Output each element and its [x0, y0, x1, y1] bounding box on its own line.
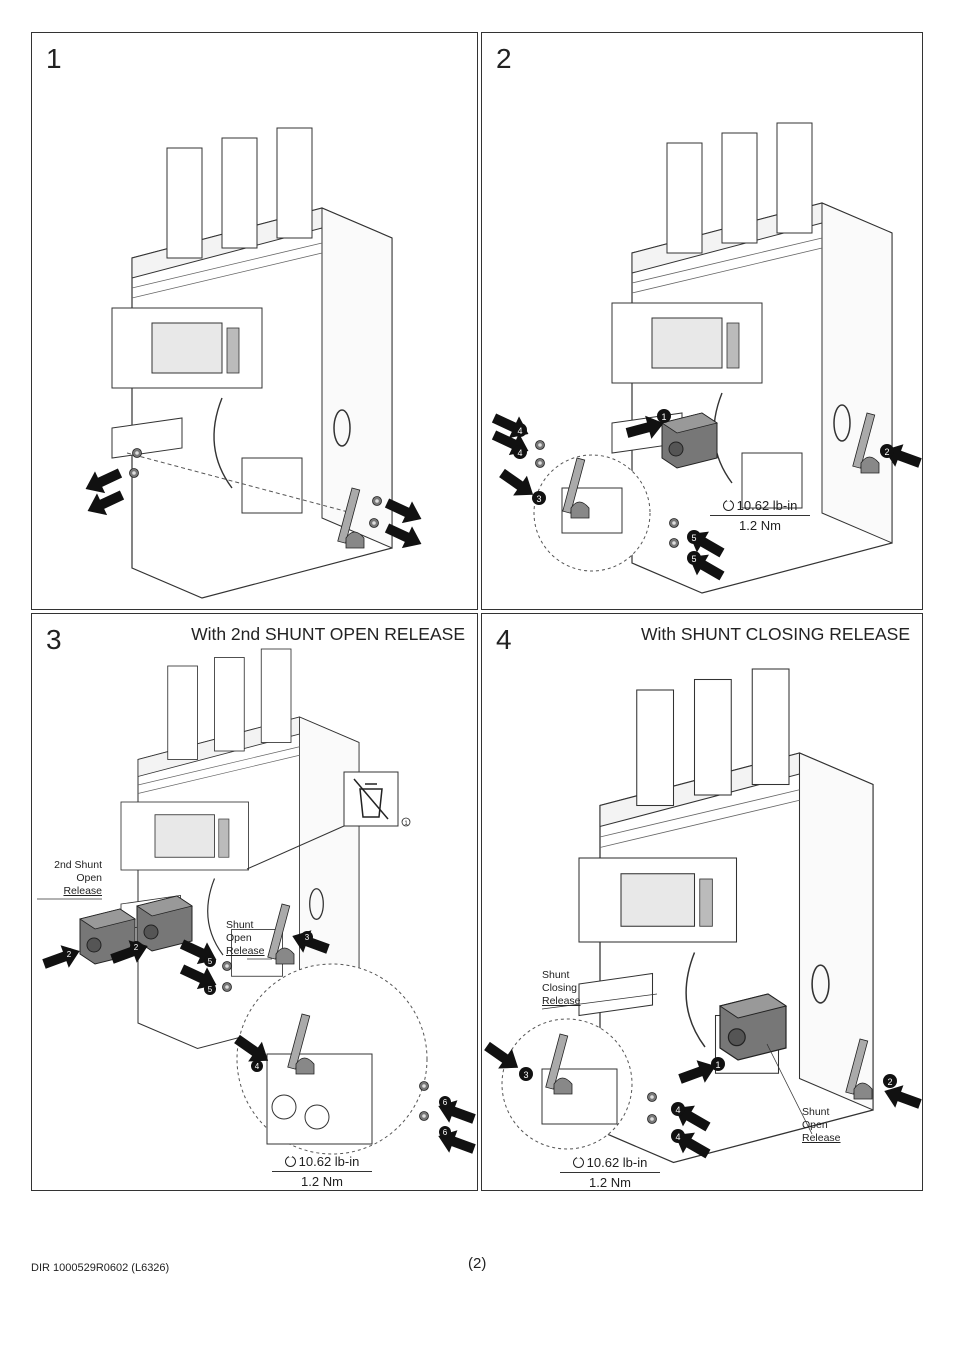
svg-text:4: 4 — [517, 448, 522, 458]
svg-text:5: 5 — [208, 957, 213, 966]
torque-spec: 10.62 lb-in 1.2 Nm — [710, 498, 810, 533]
shunt-solenoid-icon — [719, 993, 787, 1061]
torque-wrench-icon — [284, 1154, 296, 1167]
svg-text:2: 2 — [67, 950, 72, 959]
step-title: With SHUNT CLOSING RELEASE — [640, 624, 910, 644]
svg-text:3: 3 — [523, 1070, 528, 1080]
torque-spec: 10.62 lb-in 1.2 Nm — [272, 1154, 372, 1189]
torque-wrench-icon — [722, 498, 734, 511]
svg-text:2: 2 — [887, 1077, 892, 1087]
shunt-solenoid-icon — [661, 412, 718, 469]
torque-wrench-icon — [572, 1155, 584, 1168]
svg-text:3: 3 — [305, 933, 310, 942]
page-number: (2) — [468, 1255, 487, 1272]
second-shunt-illustration: 1 2 2 3 4 5 5 6 6 — [37, 648, 477, 1161]
document-id: DIR 1000529R0602 (L6326) — [31, 1262, 170, 1274]
svg-text:6: 6 — [443, 1128, 448, 1137]
svg-text:2: 2 — [884, 447, 889, 457]
shunt-install-illustration: 1 2 3 4 4 5 5 — [488, 122, 922, 594]
svg-text:3: 3 — [536, 494, 541, 504]
step-title: With 2nd SHUNT OPEN RELEASE — [191, 624, 465, 644]
second-shunt-open-release-label: 2nd Shunt Open Release — [54, 859, 102, 897]
svg-text:6: 6 — [443, 1098, 448, 1107]
step-1-panel: 1 — [31, 32, 478, 610]
svg-text:5: 5 — [691, 533, 696, 543]
svg-text:1: 1 — [661, 412, 666, 422]
svg-text:4: 4 — [675, 1132, 680, 1142]
shunt-open-release-label: Shunt Open Release — [226, 919, 265, 957]
closing-release-illustration: 1 2 3 4 4 — [482, 668, 922, 1165]
shunt-closing-release-label: Shunt Closing Release — [542, 969, 581, 1007]
svg-text:5: 5 — [208, 985, 213, 994]
svg-text:5: 5 — [691, 554, 696, 564]
svg-text:4: 4 — [517, 426, 522, 436]
svg-text:4: 4 — [675, 1105, 680, 1115]
step-2-panel: 2 1 2 3 4 4 5 5 10.62 lb-in 1.2 Nm — [481, 32, 923, 610]
step-number: 3 — [46, 624, 62, 655]
step-number: 1 — [46, 43, 62, 74]
svg-text:1: 1 — [404, 821, 408, 827]
breaker-removal-illustration — [80, 127, 427, 599]
torque-spec: 10.62 lb-in 1.2 Nm — [560, 1155, 660, 1190]
step-4-panel: 4 With SHUNT CLOSING RELEASE 1 2 3 4 4 S… — [481, 613, 923, 1191]
step-3-panel: 3 With 2nd SHUNT OPEN RELEASE 1 2 2 3 4 … — [31, 613, 478, 1191]
svg-text:1: 1 — [715, 1060, 720, 1070]
svg-text:2: 2 — [134, 943, 139, 952]
step-number: 2 — [496, 43, 512, 74]
step-number: 4 — [496, 624, 512, 655]
shunt-open-release-label: Shunt Open Release — [802, 1106, 841, 1144]
svg-text:4: 4 — [255, 1062, 260, 1071]
